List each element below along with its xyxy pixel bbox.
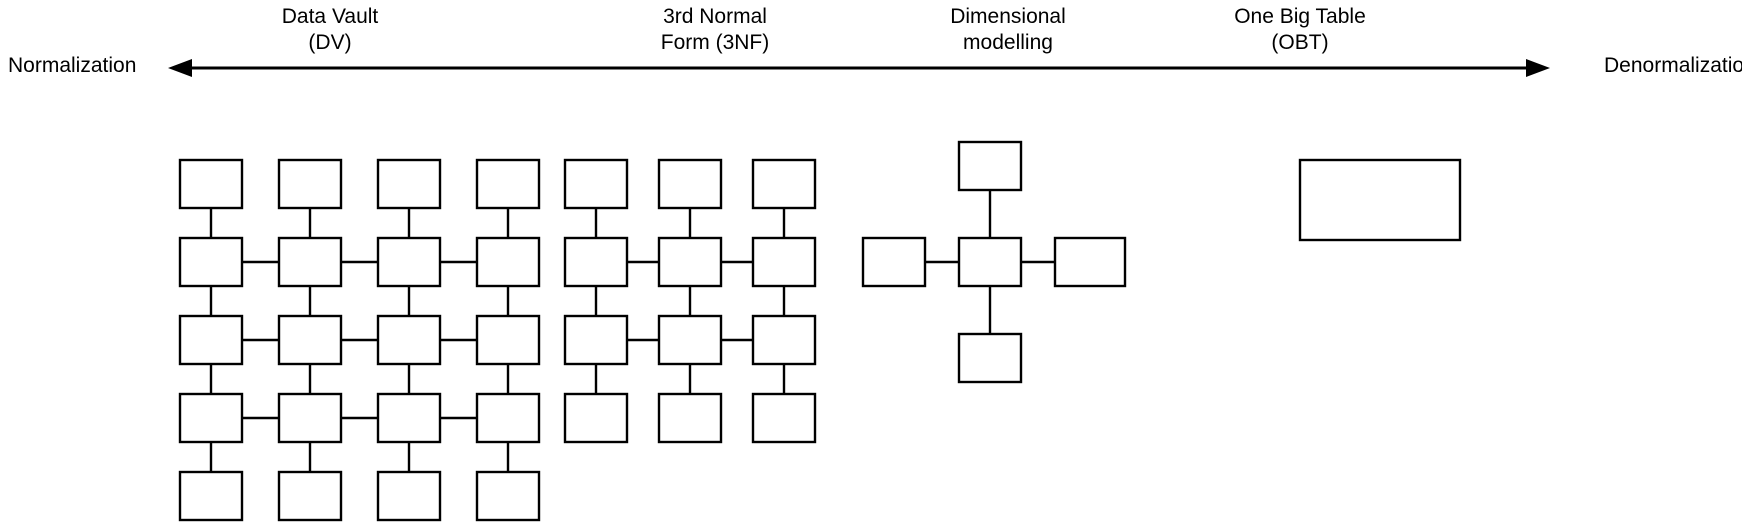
entity-box-data-vault[interactable]: [178, 314, 244, 366]
axis-arrowhead-left: [168, 59, 192, 77]
entity-box-dimension-right[interactable]: [1053, 236, 1127, 288]
entity-box-third-normal-form[interactable]: [751, 236, 817, 288]
entity-box-one-big-table[interactable]: [1298, 158, 1462, 242]
stage-shapes-dimensional-modelling: [861, 140, 1127, 384]
entity-box-third-normal-form[interactable]: [563, 392, 629, 444]
entity-box-data-vault[interactable]: [277, 314, 343, 366]
entity-box-data-vault[interactable]: [178, 392, 244, 444]
entity-box-dimension-top[interactable]: [957, 140, 1023, 192]
stage-label-one-big-table: One Big Table (OBT): [1234, 5, 1366, 54]
stage-label-dimensional-modelling: Dimensional modelling: [950, 5, 1066, 54]
entity-box-data-vault[interactable]: [376, 392, 442, 444]
stage-shapes-one-big-table: [1298, 158, 1462, 242]
axis-label-normalization: Normalization: [8, 54, 137, 77]
entity-box-third-normal-form[interactable]: [657, 236, 723, 288]
axis-label-denormalization: Denormalization: [1604, 54, 1742, 77]
entity-box-fact-center[interactable]: [957, 236, 1023, 288]
entity-box-third-normal-form[interactable]: [751, 314, 817, 366]
entity-box-data-vault[interactable]: [178, 470, 244, 522]
entity-box-third-normal-form[interactable]: [657, 314, 723, 366]
spectrum-axis: [168, 59, 1550, 77]
entity-box-dimension-bottom[interactable]: [957, 332, 1023, 384]
entity-box-dimension-left[interactable]: [861, 236, 927, 288]
entity-box-data-vault[interactable]: [178, 236, 244, 288]
entity-box-data-vault[interactable]: [376, 314, 442, 366]
stage-label-data-vault: Data Vault (DV): [281, 5, 379, 54]
entity-box-third-normal-form[interactable]: [563, 314, 629, 366]
entity-box-data-vault[interactable]: [277, 392, 343, 444]
entity-box-data-vault[interactable]: [475, 158, 541, 210]
entity-box-third-normal-form[interactable]: [657, 158, 723, 210]
stage-label-third-normal-form: 3rd Normal Form (3NF): [660, 5, 770, 54]
entity-box-data-vault[interactable]: [277, 236, 343, 288]
entity-box-data-vault[interactable]: [475, 236, 541, 288]
entity-box-third-normal-form[interactable]: [751, 392, 817, 444]
entity-box-third-normal-form[interactable]: [751, 158, 817, 210]
stage-shapes-third-normal-form: [563, 158, 817, 444]
entity-box-third-normal-form[interactable]: [563, 236, 629, 288]
axis-arrowhead-right: [1526, 59, 1550, 77]
entity-box-third-normal-form[interactable]: [657, 392, 723, 444]
entity-box-data-vault[interactable]: [376, 236, 442, 288]
entity-box-data-vault[interactable]: [277, 158, 343, 210]
entity-box-third-normal-form[interactable]: [563, 158, 629, 210]
entity-box-data-vault[interactable]: [475, 314, 541, 366]
entity-box-data-vault[interactable]: [475, 392, 541, 444]
entity-box-data-vault[interactable]: [376, 470, 442, 522]
entity-box-data-vault[interactable]: [178, 158, 244, 210]
entity-box-data-vault[interactable]: [277, 470, 343, 522]
entity-box-data-vault[interactable]: [475, 470, 541, 522]
stage-shapes-data-vault: [178, 158, 541, 522]
entity-box-data-vault[interactable]: [376, 158, 442, 210]
